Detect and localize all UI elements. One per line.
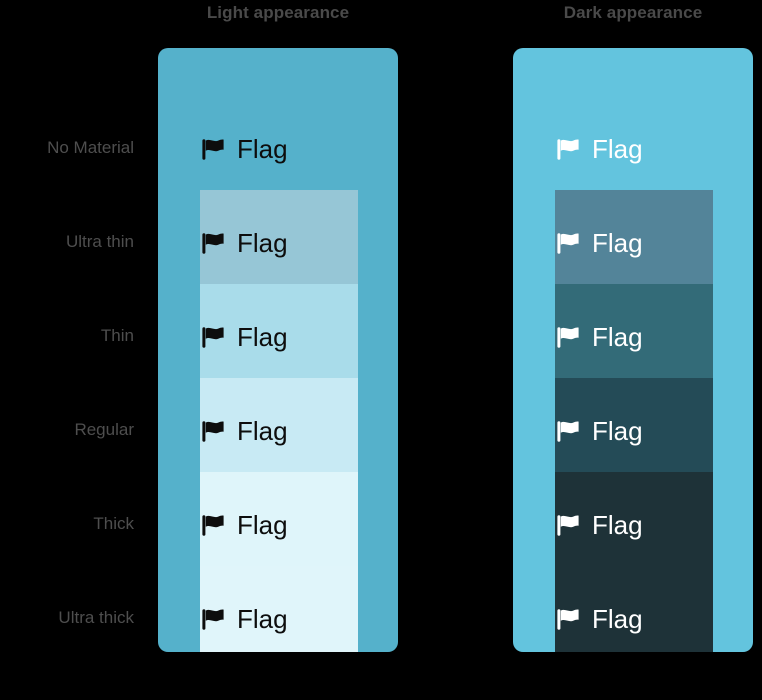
flag-icon [202,138,224,160]
flag-icon [202,514,224,536]
flag-sample-label: Flag [237,604,288,634]
row-label-thick: Thick [93,514,134,533]
flag-sample-label: Flag [592,604,643,634]
swatch-dark-ultra-thin [555,190,713,284]
row-label-ultra-thin: Ultra thin [65,232,134,251]
flag-icon [202,420,224,442]
swatch-dark-thick [555,472,713,566]
swatch-light-thick [200,472,358,566]
swatch-light-ultra-thick [200,566,358,652]
flag-sample-dark-no-material: Flag [555,129,753,169]
row-label-ultra-thick: Ultra thick [58,608,134,627]
flag-sample-light-regular: Flag [200,411,398,451]
flag-sample-dark-ultra-thin: Flag [555,223,753,263]
flag-icon [202,232,224,254]
dark-appearance-header: Dark appearance [563,3,703,22]
flag-sample-light-ultra-thin: Flag [200,223,398,263]
light-appearance-panel: Flag Flag Flag Flag [158,48,398,652]
flag-sample-label: Flag [237,228,288,258]
flag-sample-label: Flag [237,134,288,164]
flag-sample-label: Flag [592,416,643,446]
flag-icon [557,232,579,254]
swatch-light-regular [200,378,358,472]
flag-sample-light-thin: Flag [200,317,398,357]
flag-sample-label: Flag [237,322,288,352]
row-label-no-material: No Material [47,138,134,157]
row-label-thin: Thin [100,326,134,345]
flag-sample-label: Flag [237,510,288,540]
flag-sample-dark-thick: Flag [555,505,753,545]
flag-sample-label: Flag [592,228,643,258]
flag-sample-dark-ultra-thick: Flag [555,599,753,639]
flag-sample-dark-thin: Flag [555,317,753,357]
flag-sample-light-ultra-thick: Flag [200,599,398,639]
row-label-regular: Regular [74,420,134,439]
row-label-column: No Material Ultra thin Thin Regular Thic… [0,48,134,652]
swatch-dark-thin [555,284,713,378]
flag-icon [557,608,579,630]
dark-appearance-panel: Flag Flag Flag Flag [513,48,753,652]
flag-sample-label: Flag [592,134,643,164]
flag-sample-label: Flag [592,510,643,540]
flag-sample-light-thick: Flag [200,505,398,545]
swatch-light-thin [200,284,358,378]
light-appearance-header: Light appearance [206,3,350,22]
flag-icon [557,420,579,442]
flag-icon [557,138,579,160]
swatch-light-ultra-thin [200,190,358,284]
flag-sample-dark-regular: Flag [555,411,753,451]
flag-sample-label: Flag [592,322,643,352]
flag-sample-label: Flag [237,416,288,446]
flag-icon [202,326,224,348]
swatch-dark-regular [555,378,713,472]
flag-icon [557,326,579,348]
flag-icon [557,514,579,536]
flag-sample-light-no-material: Flag [200,129,398,169]
swatch-dark-ultra-thick [555,566,713,652]
flag-icon [202,608,224,630]
